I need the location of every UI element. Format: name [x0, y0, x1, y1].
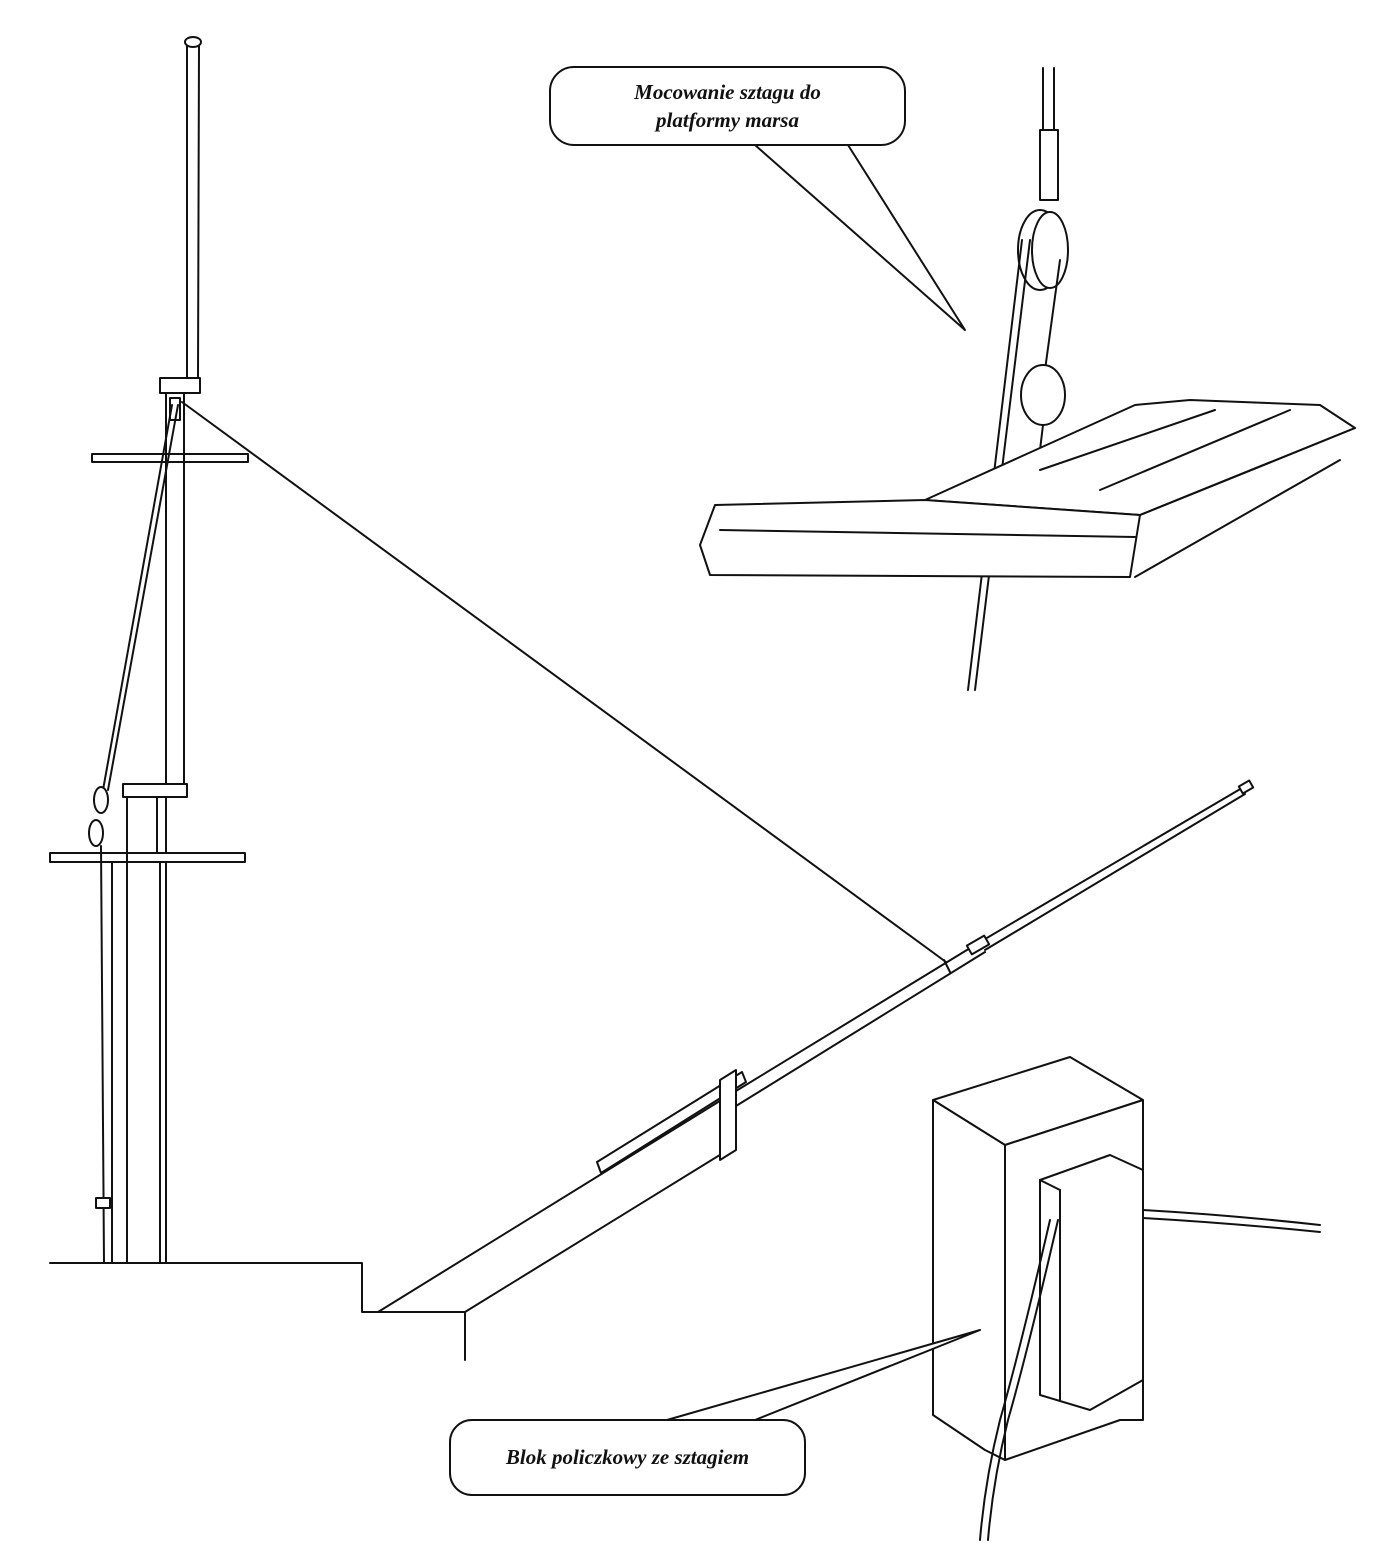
top-callout-line1: Mocowanie sztagu do: [634, 80, 821, 104]
mast-cap: [159, 377, 201, 394]
bowsprit: [377, 779, 1255, 1313]
stay-line: [181, 401, 947, 963]
upper-platform: [91, 453, 249, 463]
bottom-callout-bubble: [449, 1329, 981, 1496]
bottom-callout-label: Blok policzkowy ze sztagiem: [505, 1445, 750, 1469]
mast: [49, 36, 249, 1264]
top-callout-line2: platformy marsa: [656, 108, 799, 132]
lower-cap: [122, 783, 188, 798]
top-callout-bubble: [549, 66, 966, 331]
lower-platform: [49, 852, 246, 863]
deck-outline: [49, 1262, 466, 1361]
top-callout-label: Mocowanie sztagu do platformy marsa: [550, 78, 905, 134]
top-detail: [699, 67, 1356, 691]
bottom-detail: [932, 1056, 1321, 1541]
